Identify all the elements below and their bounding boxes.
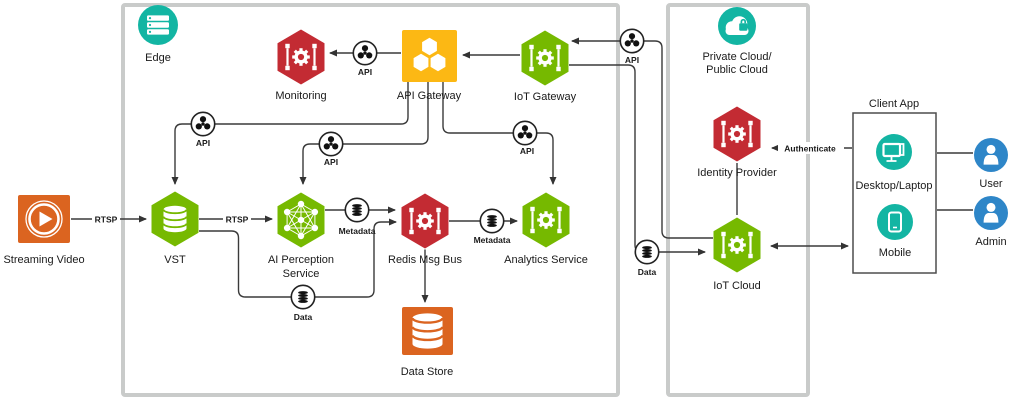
vst-node: VST	[151, 191, 199, 266]
edge-badge: Edge	[138, 5, 178, 64]
admin-label: Admin	[975, 236, 1006, 248]
flow-apigateway-to-analytics-api	[442, 82, 557, 185]
data-flow-label: Data	[294, 312, 313, 322]
data-flow-label: Data	[638, 267, 657, 277]
ai-perception-node: AI Perception Service	[268, 192, 334, 280]
flow-apigateway-to-vst-api	[171, 82, 409, 185]
api-gateway-node: API Gateway	[397, 30, 462, 102]
ai-perception-label-1: AI Perception	[268, 254, 334, 266]
admin-node: Admin	[974, 196, 1008, 248]
identity-provider-node: Identity Provider	[697, 106, 777, 179]
monitoring-label: Monitoring	[275, 90, 326, 102]
iot-cloud-label: IoT Cloud	[713, 280, 761, 292]
api-badge-icon	[619, 28, 645, 54]
api-flow-label: API	[324, 157, 338, 167]
iot-gateway-node: IoT Gateway	[514, 30, 577, 103]
analytics-label: Analytics Service	[504, 254, 588, 266]
identity-provider-label: Identity Provider	[697, 167, 777, 179]
flow-iotcloud-to-iotgateway-api	[571, 37, 713, 239]
redis-msg-bus-node: Redis Msg Bus	[388, 193, 462, 266]
mobile-node: Mobile	[877, 204, 913, 259]
play-icon	[25, 200, 63, 238]
label-backing	[778, 142, 844, 154]
api-badge-icon	[190, 111, 216, 137]
flow-apigateway-to-ai-api	[299, 82, 429, 185]
iot-cloud-node: IoT Cloud	[713, 217, 761, 292]
user-label: User	[979, 178, 1003, 190]
vst-label: VST	[164, 254, 186, 266]
metadata-badge-icon	[344, 197, 370, 223]
api-flow-label: API	[520, 146, 534, 156]
metadata-flow-label: Metadata	[339, 226, 376, 236]
server-stack-icon	[147, 15, 169, 35]
analytics-service-node: Analytics Service	[504, 192, 588, 266]
data-badge-icon	[634, 239, 660, 265]
iot-gateway-label: IoT Gateway	[514, 91, 577, 103]
redis-label: Redis Msg Bus	[388, 254, 462, 266]
api-gateway-label: API Gateway	[397, 90, 462, 102]
database-icon	[162, 204, 188, 234]
authenticate-flow-label: Authenticate	[784, 144, 836, 154]
database-icon	[411, 312, 444, 350]
api-badge-icon	[318, 131, 344, 157]
desktop-icon	[882, 142, 905, 162]
metadata-badge-icon	[479, 208, 505, 234]
data-badge-icon	[290, 284, 316, 310]
client-app-title: Client App	[869, 98, 919, 110]
mobile-circle	[877, 204, 913, 240]
api-flow-label: API	[358, 67, 372, 77]
api-flow-label: API	[196, 138, 210, 148]
desktop-circle	[876, 134, 912, 170]
desktop-node: Desktop/Laptop	[855, 134, 933, 192]
monitoring-node: Monitoring	[275, 29, 327, 102]
label-backing	[92, 213, 120, 225]
cloud-lock-icon	[725, 16, 749, 35]
streaming-video-node: Streaming Video	[3, 195, 85, 266]
edge-label: Edge	[145, 52, 171, 64]
mobile-label: Mobile	[879, 247, 911, 259]
api-badge-icon	[512, 120, 538, 146]
mobile-icon	[888, 211, 902, 233]
metadata-flow-label: Metadata	[474, 235, 511, 245]
data-store-label: Data Store	[401, 366, 454, 378]
private-cloud-node: Private Cloud/ Public Cloud	[702, 7, 772, 76]
data-store-node: Data Store	[401, 307, 454, 378]
cloud-region-box	[666, 3, 810, 397]
ai-perception-label-2: Service	[283, 268, 320, 280]
api-badge-icon	[352, 40, 378, 66]
rtsp-flow-label: RTSP	[95, 215, 118, 225]
rtsp-flow-label: RTSP	[226, 215, 249, 225]
label-backing	[223, 213, 251, 225]
api-gateway-square	[402, 30, 457, 82]
user-node: User	[974, 138, 1008, 190]
private-cloud-label-2: Public Cloud	[706, 64, 768, 76]
streaming-video-label: Streaming Video	[3, 254, 84, 266]
private-cloud-label-1: Private Cloud/	[702, 51, 772, 63]
desktop-label: Desktop/Laptop	[855, 180, 932, 192]
api-flow-label: API	[625, 55, 639, 65]
